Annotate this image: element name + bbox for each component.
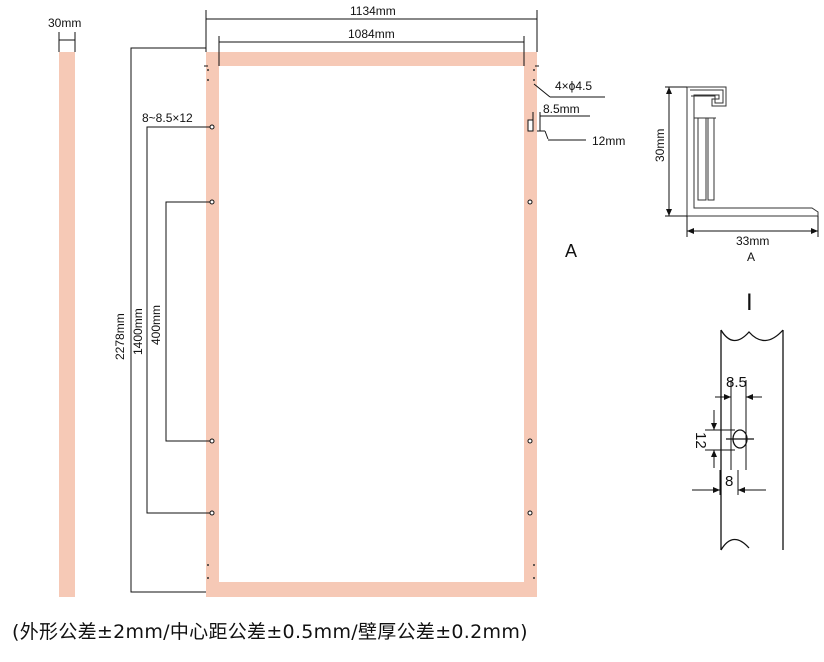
profile-depth-label: 33mm xyxy=(736,234,769,248)
hole xyxy=(209,510,215,516)
profile-height-label: 30mm xyxy=(653,129,667,162)
slot-callouts: 4×ϕ4.5 8.5mm 12mm xyxy=(527,79,625,148)
hole xyxy=(527,438,533,444)
outer-width-dimension: 1134mm xyxy=(205,4,538,52)
hole xyxy=(209,124,215,130)
detail-view xyxy=(692,329,784,551)
edge-dots xyxy=(207,69,535,579)
profile-side-bar: 30mm xyxy=(48,16,81,597)
slot-spec-label: 8~8.5×12 xyxy=(142,111,193,125)
main-frame xyxy=(204,52,539,597)
inner-width-dimension: 1084mm xyxy=(218,27,525,66)
slot-width-label: 8.5mm xyxy=(543,102,580,116)
inner-width-label: 1084mm xyxy=(348,27,395,41)
profile-dimensions: 30mm 33mm A xyxy=(653,86,819,264)
section-marker: A xyxy=(565,241,577,261)
height-dimensions xyxy=(130,47,210,593)
hole xyxy=(527,510,533,516)
frame-drawing: 30mm 1134mm 1084mm xyxy=(48,4,819,597)
detail-height-label: 12 xyxy=(692,432,709,449)
total-height-label: 2278mm xyxy=(113,313,127,360)
profile-caption: A xyxy=(747,250,755,264)
slot-offset-label: 12mm xyxy=(592,134,625,148)
detail-width-label: 8.5 xyxy=(726,374,747,391)
tolerance-note: (外形公差±2mm/中心距公差±0.5mm/壁厚公差±0.2mm) xyxy=(12,621,528,643)
holes-spec-label: 4×ϕ4.5 xyxy=(555,79,592,93)
outer-width-label: 1134mm xyxy=(350,4,396,18)
hole-spacing-inner-label: 400mm xyxy=(149,305,163,345)
hole xyxy=(209,438,215,444)
mounting-holes xyxy=(209,124,533,516)
profile-bar xyxy=(59,52,75,597)
profile-section xyxy=(686,86,819,217)
slot xyxy=(527,119,534,132)
detail-marker: I xyxy=(746,289,753,316)
hole-spacing-outer-label: 1400mm xyxy=(131,308,145,355)
hole xyxy=(209,199,215,205)
detail-offset-label: 8 xyxy=(725,473,733,490)
hole xyxy=(527,199,533,205)
profile-width-label: 30mm xyxy=(48,16,81,30)
